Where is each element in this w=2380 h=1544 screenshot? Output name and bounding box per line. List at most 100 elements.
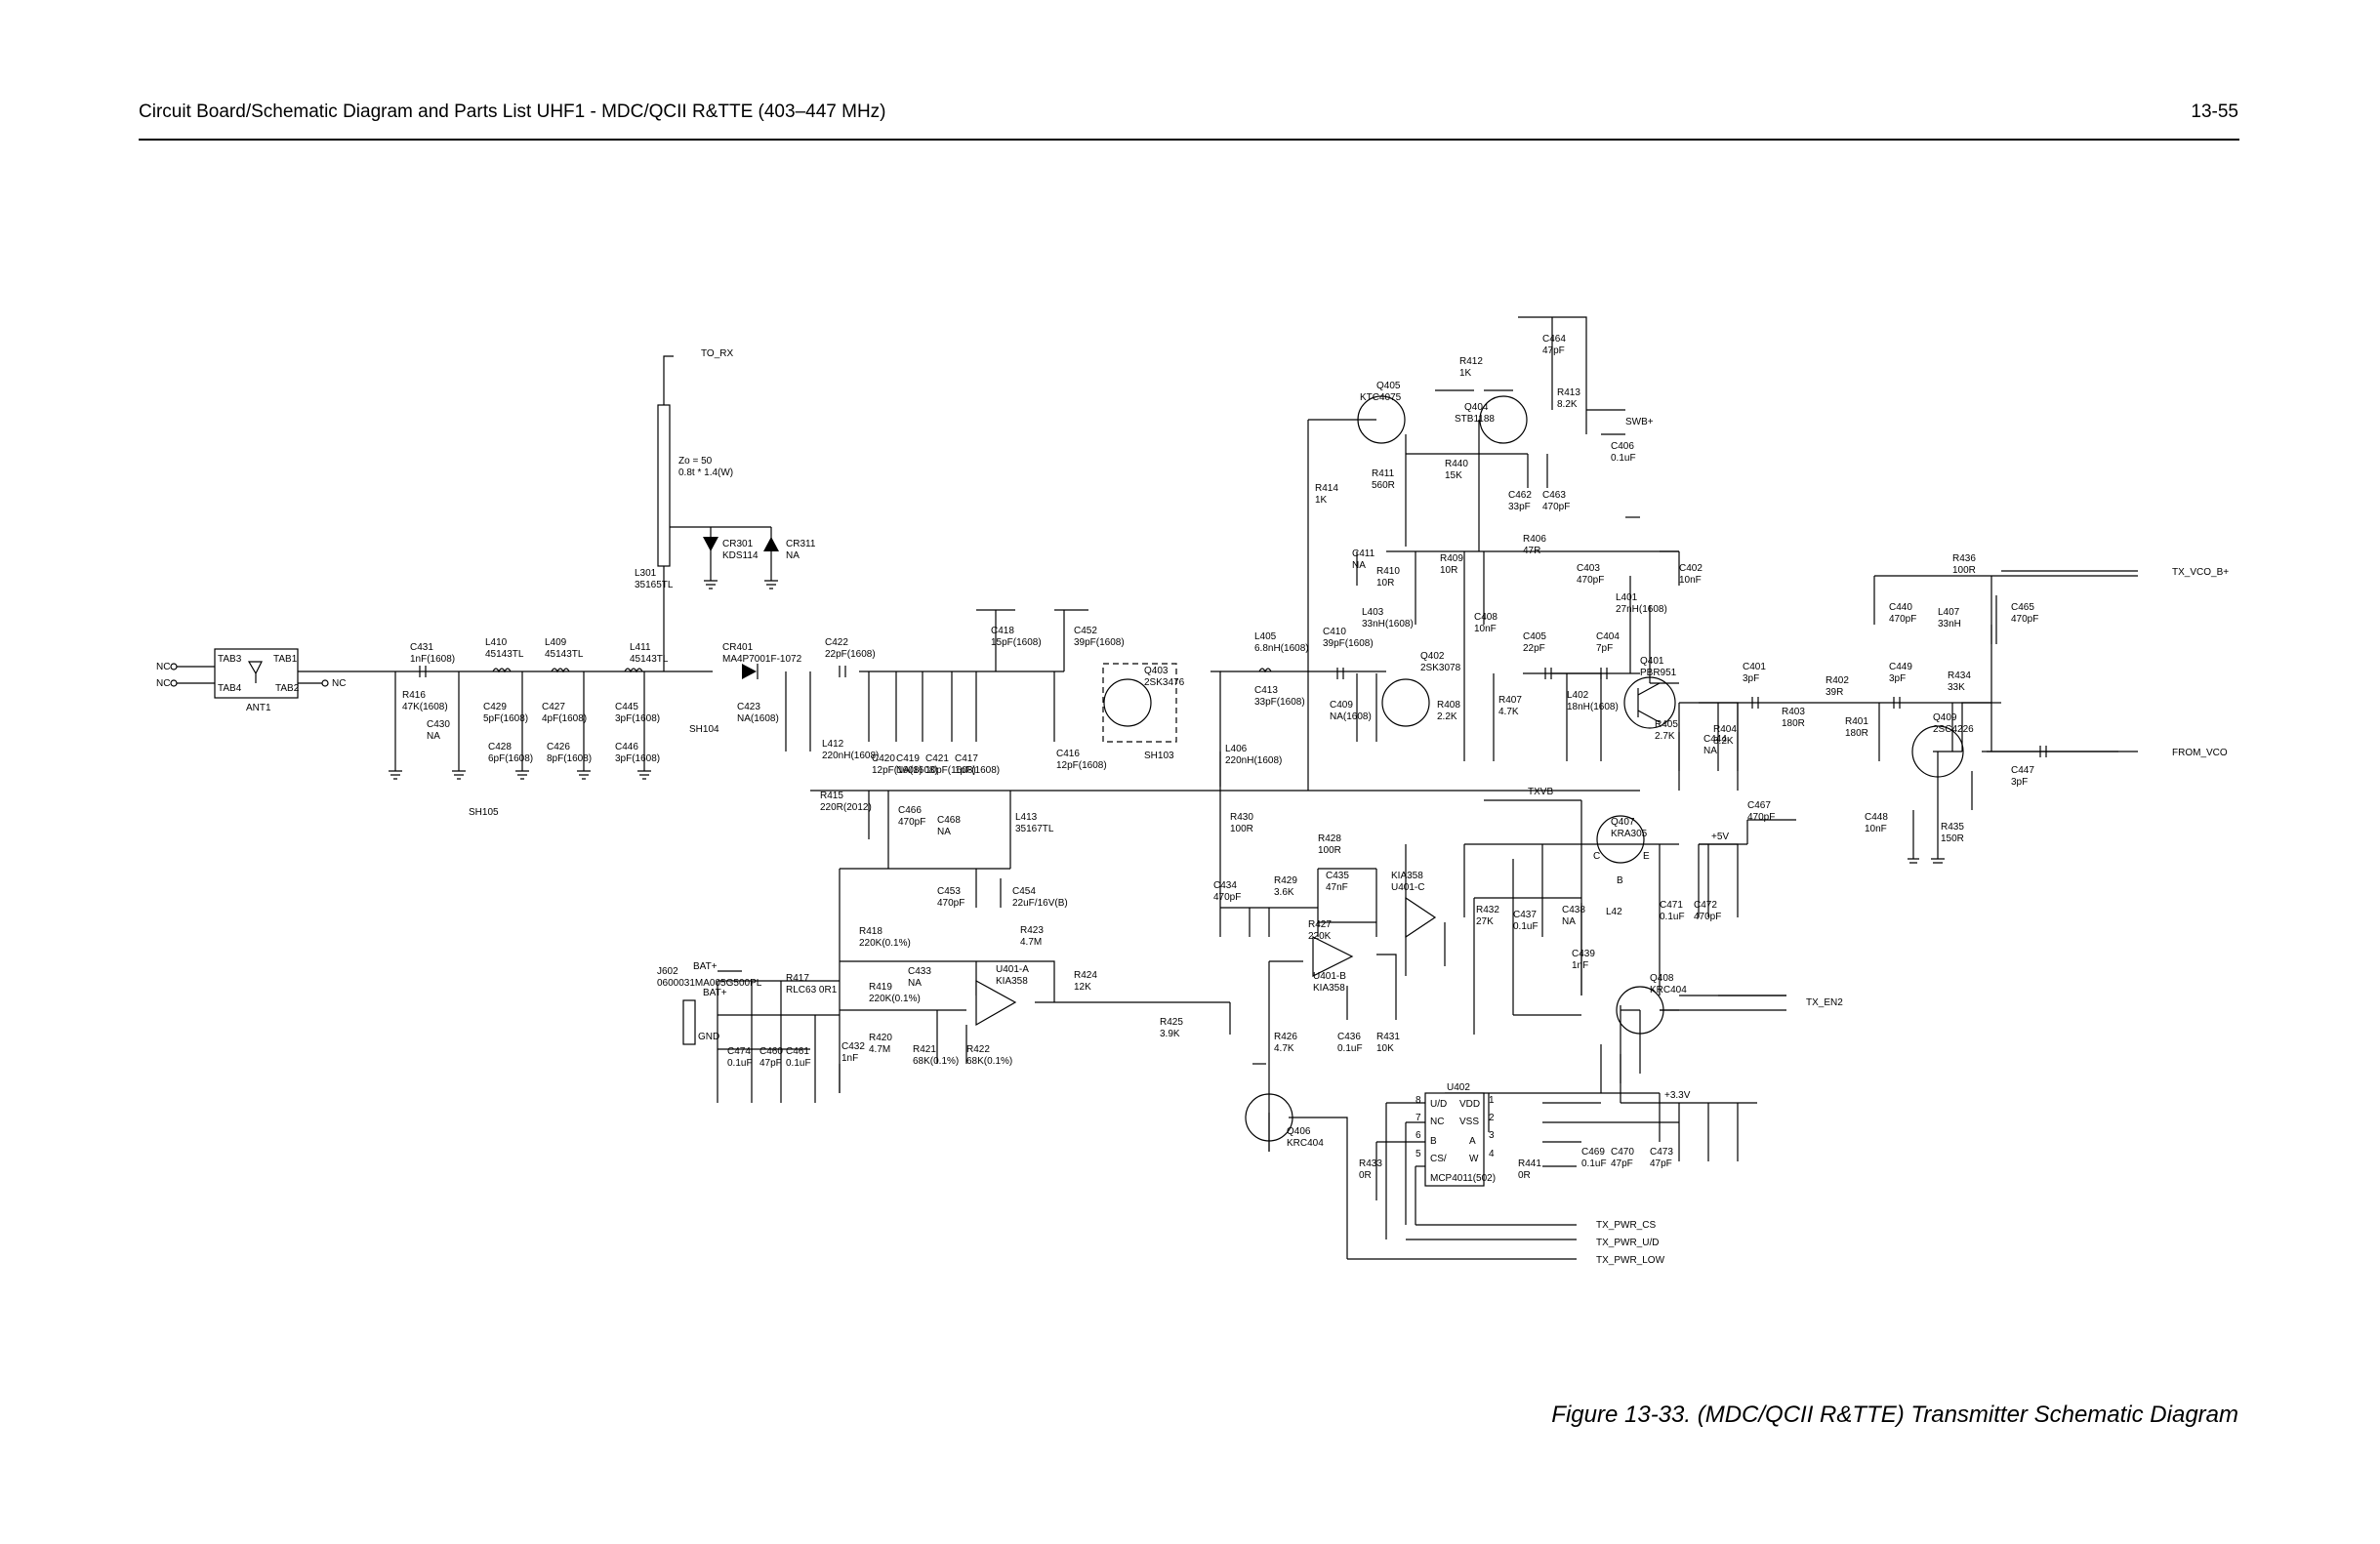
c436-value: 0.1uF — [1337, 1043, 1363, 1054]
swb-port: SWB+ — [1625, 417, 1654, 427]
r428-ref: R428 — [1318, 833, 1341, 844]
q402-part: 2SK3078 — [1420, 663, 1461, 673]
r431-ref: R431 — [1376, 1032, 1400, 1042]
c469-ref: C469 — [1581, 1147, 1605, 1158]
c460-ref: C460 — [759, 1046, 783, 1057]
stripline — [657, 404, 671, 567]
r414-value: 1K — [1315, 495, 1328, 506]
c467-ref: C467 — [1747, 800, 1771, 811]
c453-ref: C453 — [937, 886, 961, 897]
r410-ref: R410 — [1376, 566, 1400, 577]
cr301-value: KDS114 — [722, 550, 759, 561]
l301-value: 35165TL — [635, 580, 674, 590]
c411-ref: C411 — [1352, 549, 1375, 559]
c408-ref: C408 — [1474, 612, 1498, 623]
c468-value: NA — [937, 827, 951, 837]
c439-ref: C439 — [1572, 949, 1595, 959]
c471-value: 0.1uF — [1660, 912, 1685, 922]
r441-value: 0R — [1518, 1170, 1531, 1181]
c461-value: 0.1uF — [786, 1058, 811, 1069]
tab1-label: TAB1 — [273, 654, 298, 665]
c417-ref: C417 — [955, 753, 978, 764]
cr401-ref: CR401 — [722, 642, 754, 653]
c409-ref: C409 — [1330, 700, 1353, 711]
cr301-ref: CR301 — [722, 539, 754, 549]
u402-pin-vdd: VDD — [1459, 1099, 1480, 1110]
c463-ref: C463 — [1542, 490, 1566, 501]
sh104-label: SH104 — [689, 724, 719, 735]
c405-value: 22pF — [1523, 643, 1545, 654]
r413-value: 8.2K — [1557, 399, 1578, 410]
j602-part: 0600031MA005G500PL — [657, 978, 762, 989]
l409-value: 45143TL — [545, 649, 584, 660]
r411-ref: R411 — [1372, 468, 1395, 479]
r425-ref: R425 — [1160, 1017, 1183, 1028]
l402-value: 18nH(1608) — [1567, 702, 1619, 712]
wires — [176, 316, 2138, 1260]
tx-pwr-low-port: TX_PWR_LOW — [1596, 1255, 1665, 1266]
c402-value: 10nF — [1679, 575, 1702, 586]
u402-num-5: 5 — [1416, 1149, 1421, 1159]
l413-ref: L413 — [1015, 812, 1038, 823]
r433-ref: R433 — [1359, 1158, 1382, 1169]
r419-ref: R419 — [869, 982, 892, 993]
u402-pin-cs: CS/ — [1430, 1154, 1447, 1164]
l401-value: 27nH(1608) — [1616, 604, 1667, 615]
r410-value: 10R — [1376, 578, 1394, 589]
tx-pwr-cs-port: TX_PWR_CS — [1596, 1220, 1656, 1231]
r430-value: 100R — [1230, 824, 1253, 834]
q407-pin-e: E — [1643, 851, 1650, 862]
c409-value: NA(1608) — [1330, 711, 1372, 722]
c465-value: 470pF — [2011, 614, 2038, 625]
r409-value: 10R — [1440, 565, 1457, 576]
c404-ref: C404 — [1596, 631, 1620, 642]
l411-value: 45143TL — [630, 654, 669, 665]
stripline-zo: Zo = 50 — [678, 456, 713, 467]
l412-value: 220nH(1608) — [822, 751, 879, 761]
r403-value: 180R — [1782, 718, 1805, 729]
r404-value: 8.2K — [1713, 736, 1734, 747]
u401c-ref: U401-C — [1391, 882, 1424, 893]
c421-value: 10pF(1608) — [925, 765, 976, 776]
r420-ref: R420 — [869, 1033, 892, 1043]
u401a-ref: U401-A — [996, 964, 1029, 975]
q403-part: 2SK3476 — [1144, 677, 1185, 688]
c410-ref: C410 — [1323, 627, 1346, 637]
q402-ref: Q402 — [1420, 651, 1445, 662]
r415-ref: R415 — [820, 791, 843, 801]
r408-ref: R408 — [1437, 700, 1460, 711]
r431-value: 10K — [1376, 1043, 1394, 1054]
r401-ref: R401 — [1845, 716, 1868, 727]
c462-value: 33pF — [1508, 502, 1531, 512]
r435-ref: R435 — [1941, 822, 1964, 833]
q407-pin-b: B — [1617, 875, 1623, 886]
q409-part: 2SC4226 — [1933, 724, 1974, 735]
u402-num-7: 7 — [1416, 1113, 1421, 1123]
figure-caption: Figure 13-33. (MDC/QCII R&TTE) Transmitt… — [1551, 1402, 2238, 1428]
q408-ref: Q408 — [1650, 973, 1674, 984]
u402-num-3: 3 — [1489, 1130, 1495, 1141]
c422-value: 22pF(1608) — [825, 649, 876, 660]
tab2-label: TAB2 — [275, 683, 300, 694]
c469-value: 0.1uF — [1581, 1158, 1607, 1169]
u402-num-4: 4 — [1489, 1149, 1495, 1159]
r416-value: 47K(1608) — [402, 702, 448, 712]
r404-ref: R404 — [1713, 724, 1737, 735]
r412-value: 1K — [1459, 368, 1472, 379]
nc-label-3: NC — [332, 678, 346, 689]
c462-ref: C462 — [1508, 490, 1532, 501]
c433-ref: C433 — [908, 966, 931, 977]
r420-value: 4.7M — [869, 1044, 890, 1055]
c416-ref: C416 — [1056, 749, 1080, 759]
labels: NC NC NC TAB3 TAB1 TAB4 TAB2 ANT1 TO_RX … — [156, 348, 2229, 1266]
u402-pin-b: B — [1430, 1136, 1437, 1147]
r426-ref: R426 — [1274, 1032, 1297, 1042]
r403-ref: R403 — [1782, 707, 1805, 717]
r435-value: 150R — [1941, 833, 1964, 844]
u401a-part: KIA358 — [996, 976, 1028, 987]
c426-ref: C426 — [547, 742, 570, 752]
c426-value: 8pF(1608) — [547, 753, 592, 764]
q407-ref: Q407 — [1611, 817, 1635, 828]
